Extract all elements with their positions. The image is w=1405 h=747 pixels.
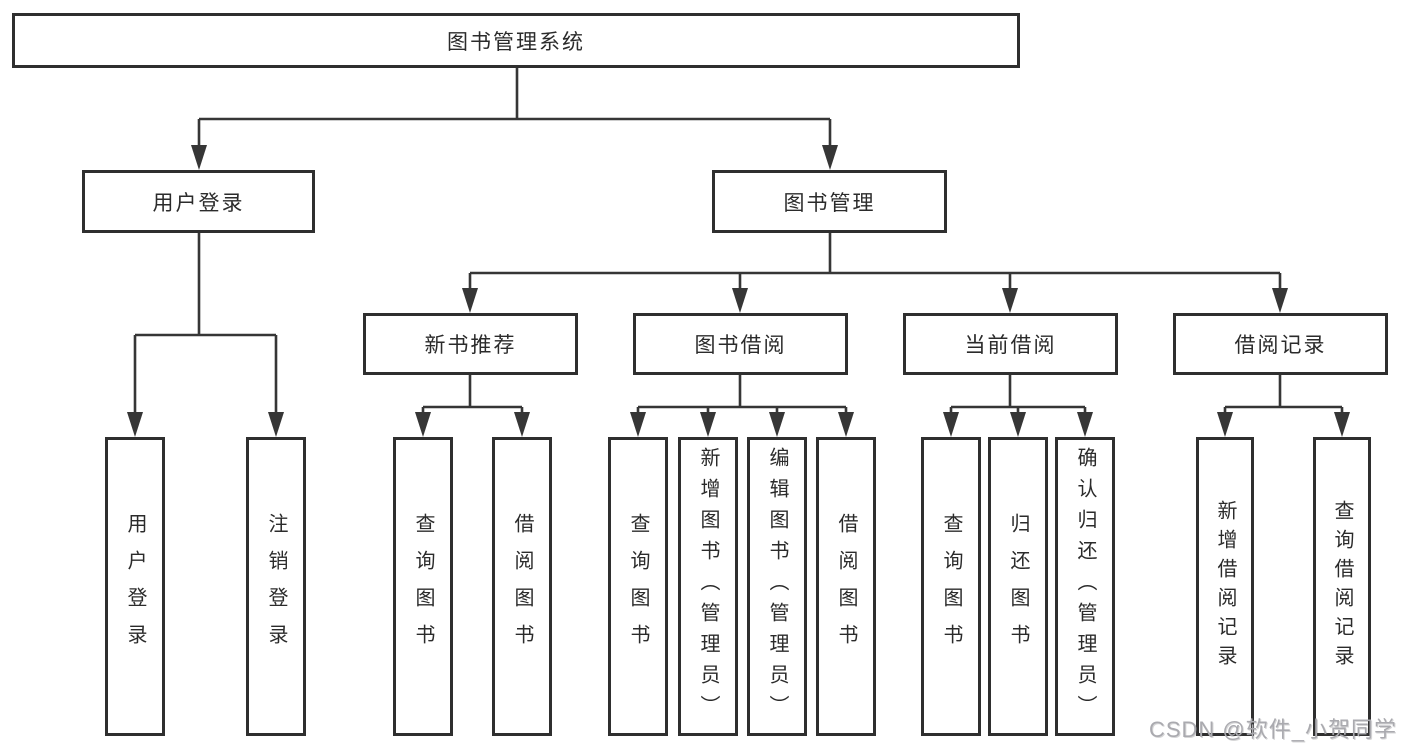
leaf-borrow-edit-books-admin: 编辑图书（管理员） xyxy=(747,437,807,736)
leaf-current-query-books: 查询图书 xyxy=(921,437,981,736)
leaf-borrow-query-books: 查询图书 xyxy=(608,437,668,736)
watermark: CSDN @软件_小贺同学 xyxy=(1148,717,1397,742)
leaf-recommend-borrow-books: 借阅图书 xyxy=(492,437,552,736)
node-new-book-recommend: 新书推荐 xyxy=(363,313,578,375)
leaf-records-add-record: 新增借阅记录 xyxy=(1196,437,1254,736)
node-system-root: 图书管理系统 xyxy=(12,13,1020,68)
leaf-recommend-query-books: 查询图书 xyxy=(393,437,453,736)
leaf-current-confirm-return-admin: 确认归还（管理员） xyxy=(1055,437,1115,736)
node-user-login: 用户登录 xyxy=(82,170,315,233)
leaf-records-query-record: 查询借阅记录 xyxy=(1313,437,1371,736)
node-book-management: 图书管理 xyxy=(712,170,947,233)
leaf-borrow-add-books-admin: 新增图书（管理员） xyxy=(678,437,738,736)
node-borrow-records: 借阅记录 xyxy=(1173,313,1388,375)
leaf-user-login: 用户登录 xyxy=(105,437,165,736)
node-current-borrow: 当前借阅 xyxy=(903,313,1118,375)
arrowheads xyxy=(127,145,1350,437)
node-book-borrow: 图书借阅 xyxy=(633,313,848,375)
leaf-logout: 注销登录 xyxy=(246,437,306,736)
leaf-current-return-books: 归还图书 xyxy=(988,437,1048,736)
leaf-borrow-borrow-books: 借阅图书 xyxy=(816,437,876,736)
